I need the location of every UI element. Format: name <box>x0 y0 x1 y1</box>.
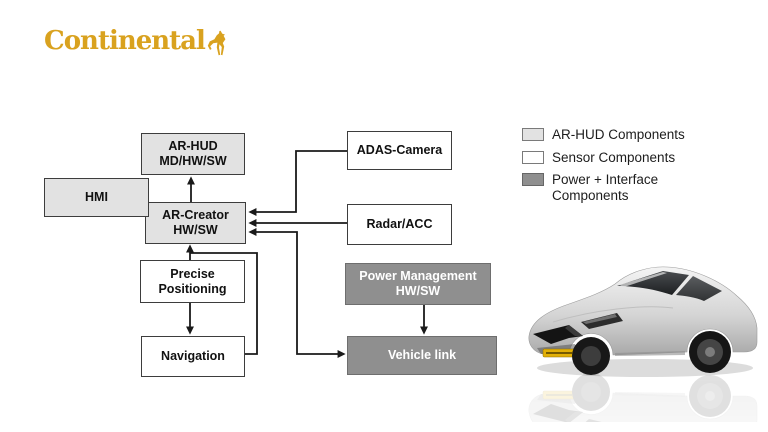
legend: AR-HUD Components Sensor Components Powe… <box>522 127 732 210</box>
node-navigation: Navigation <box>141 336 245 377</box>
legend-item-ar-hud: AR-HUD Components <box>522 127 732 143</box>
concept-car-image <box>523 252 768 432</box>
rearing-horse-icon <box>207 30 229 61</box>
edge-adas-to-arcreator <box>248 150 347 216</box>
legend-label: Power + Interface Components <box>552 172 659 203</box>
node-vehicle-link: Vehicle link <box>347 336 497 375</box>
node-hmi: HMI <box>44 178 149 217</box>
legend-swatch-sensor <box>522 150 544 164</box>
continental-logo-text: Continental <box>44 26 206 56</box>
legend-label: Sensor Components <box>552 149 676 165</box>
node-ar-creator: AR-Creator HW/SW <box>145 202 246 244</box>
node-radar-acc: Radar/ACC <box>347 204 452 245</box>
node-precise-positioning: Precise Positioning <box>140 260 245 303</box>
node-ar-hud: AR-HUD MD/HW/SW <box>141 133 245 175</box>
legend-item-power-interface: Power + Interface Components <box>522 172 732 203</box>
legend-label: AR-HUD Components <box>552 127 685 142</box>
legend-item-sensor: Sensor Components <box>522 150 732 166</box>
legend-swatch-power-interface <box>522 173 544 186</box>
node-adas-camera: ADAS-Camera <box>347 131 452 170</box>
node-power-management: Power Management HW/SW <box>345 263 491 305</box>
edge-arcreator-vehiclelink <box>248 228 346 358</box>
continental-logo: Continental <box>44 26 229 61</box>
legend-swatch-ar-hud <box>522 128 544 141</box>
